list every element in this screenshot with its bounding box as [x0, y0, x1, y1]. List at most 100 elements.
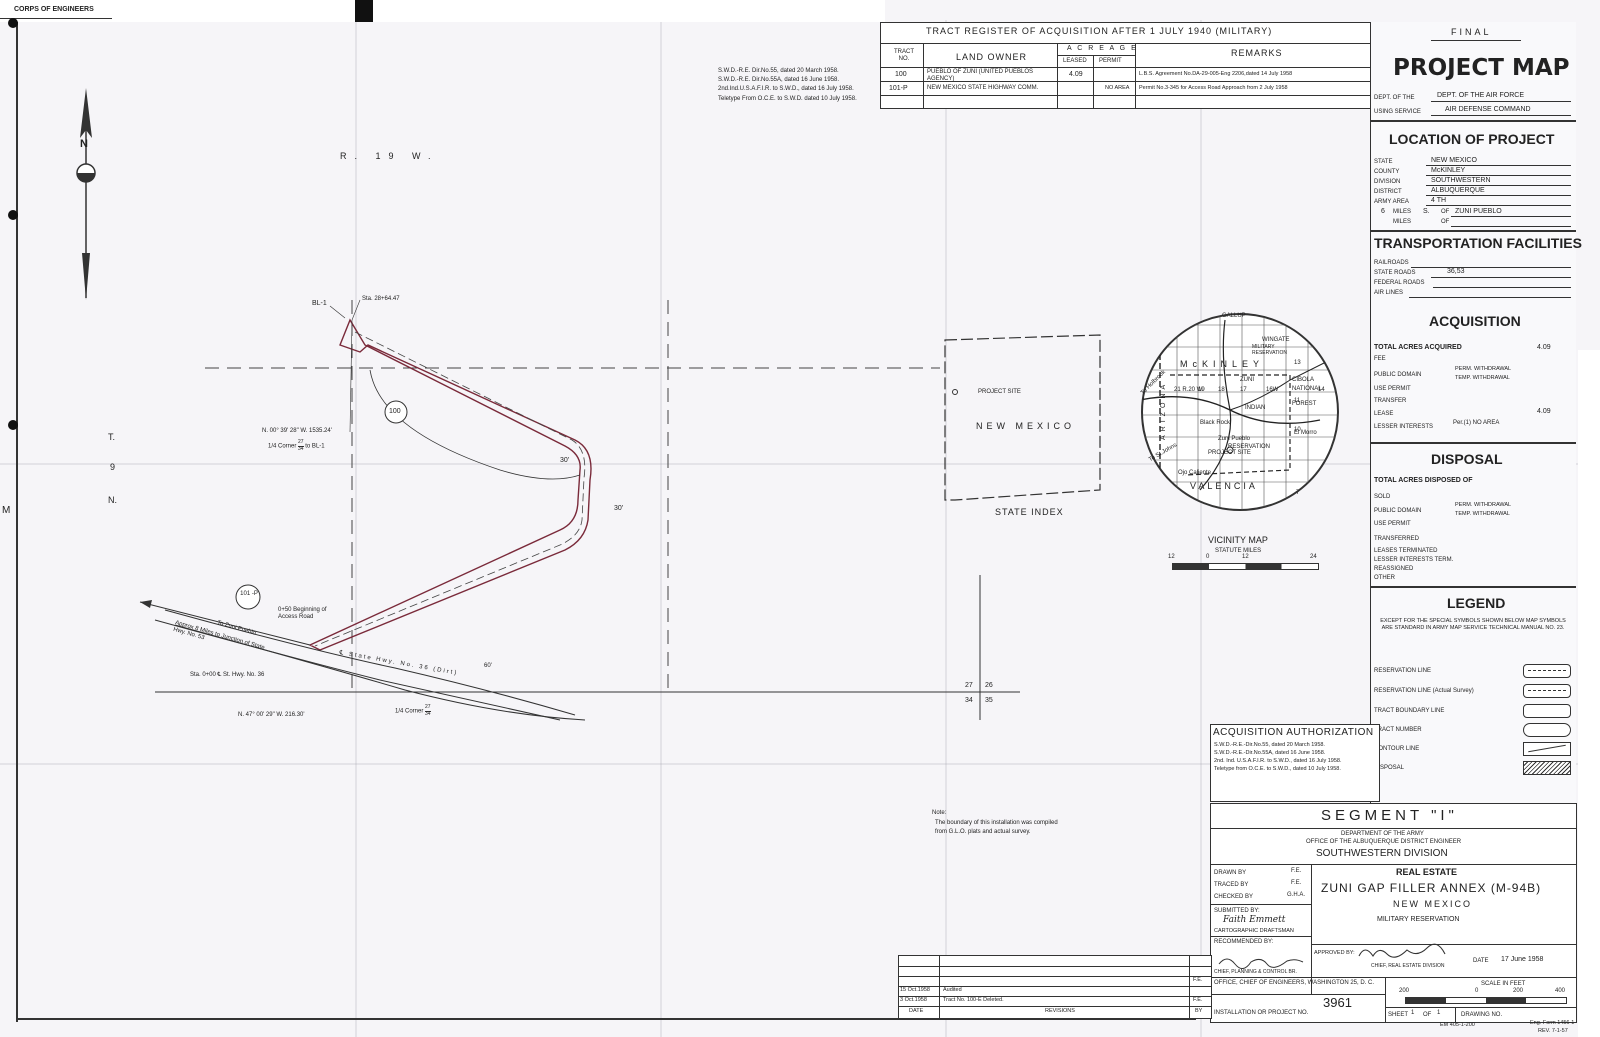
acq-total-label: TOTAL ACRES ACQUIRED — [1374, 344, 1462, 351]
vic-arizona: ARIZONA — [1160, 380, 1167, 440]
vic-n13: 13 — [1294, 360, 1301, 366]
acq-use: USE PERMIT — [1374, 386, 1411, 392]
legend-heading: LEGEND — [1447, 595, 1506, 611]
tract-register: TRACT REGISTER OF ACQUISITION AFTER 1 JU… — [880, 22, 1372, 109]
width-60: 60' — [484, 663, 492, 669]
drawn-by-label: DRAWN BY — [1214, 870, 1247, 876]
sheet-total: 1 — [1437, 1010, 1441, 1016]
tract-row-0-leased: 4.09 — [1069, 71, 1083, 78]
rev-row-0-date: 15 Oct.1958 — [900, 987, 930, 993]
loc-district-value: ALBUQUERQUE — [1431, 187, 1485, 194]
project-name: ZUNI GAP FILLER ANNEX (M-94B) — [1321, 881, 1542, 895]
legend-item: DISPOSAL — [1374, 765, 1405, 771]
vic-n10: 10 — [1294, 427, 1301, 433]
title-block: FINAL PROJECT MAP DEPT. OF THE DEPT. OF … — [1370, 22, 1582, 822]
trans-fed-label: FEDERAL ROADS — [1374, 280, 1425, 286]
legend-item: TRACT NUMBER — [1374, 727, 1422, 733]
rev-extra-by: F.E. — [1193, 977, 1203, 983]
acquisition-heading: ACQUISITION — [1429, 313, 1521, 329]
vic-n17: 17 — [1240, 387, 1247, 393]
legend-item: CONTOUR LINE — [1374, 746, 1420, 752]
footer-em: EM 405-1-200 — [1440, 1022, 1475, 1028]
footer-form: Eng. Form 1456-1 — [1530, 1020, 1575, 1026]
legend-note: EXCEPT FOR THE SPECIAL SYMBOLS SHOWN BEL… — [1380, 618, 1566, 632]
disp-reassigned: REASSIGNED — [1374, 566, 1414, 572]
township-n: N. — [108, 495, 117, 505]
vic-elmoro: El Morro — [1294, 430, 1317, 436]
vic-blackrock: Black Rock — [1200, 420, 1231, 426]
col-owner: LAND OWNER — [956, 52, 1028, 62]
loc-district-label: DISTRICT — [1374, 189, 1402, 195]
loc-county-label: COUNTY — [1374, 169, 1400, 175]
rev-row-1-by: F.E. — [1193, 997, 1203, 1003]
disp-perm: PERM. WITHDRAWAL — [1455, 502, 1512, 508]
vicinity-units: STATUTE MILES — [1215, 548, 1262, 554]
auth-note-line: Teletype From O.C.E. to S.W.D. dated 10 … — [718, 96, 857, 102]
acq-auth-box: ACQUISITION AUTHORIZATION S.W.D.-R.E.-Di… — [1210, 724, 1380, 802]
disp-temp: TEMP. WITHDRAWAL — [1455, 511, 1510, 517]
vic-project: PROJECT SITE — [1208, 450, 1251, 456]
scale-tick-1: 0 — [1475, 988, 1479, 994]
disp-total-label: TOTAL ACRES DISPOSED OF — [1374, 477, 1473, 484]
date-value: 17 June 1958 — [1501, 956, 1544, 963]
bearing-2: N. 47° 00' 29" W. 216.30' — [238, 712, 305, 718]
segment-division: SOUTHWESTERN DIVISION — [1316, 848, 1448, 859]
loc-army-label: ARMY AREA — [1374, 199, 1409, 205]
tract-register-title: TRACT REGISTER OF ACQUISITION AFTER 1 JU… — [926, 26, 1273, 36]
fold-line — [945, 20, 947, 1037]
vic-n16: 16W — [1266, 387, 1279, 393]
north-arrow-icon — [76, 88, 96, 300]
segment-dept: DEPARTMENT OF THE ARMY — [1341, 831, 1424, 837]
legend-item: RESERVATION LINE — [1374, 668, 1432, 674]
auth-note-line: 2nd.Ind.U.S.A.F.I.R. to S.W.D., dated 16… — [718, 86, 854, 92]
rev-col-by: BY — [1195, 1008, 1203, 1014]
vic-n19: 19 — [1198, 387, 1205, 393]
col-permit: PERMIT — [1099, 58, 1122, 64]
acq-public: PUBLIC DOMAIN — [1374, 372, 1422, 378]
bl1-label: BL-1 — [312, 300, 327, 307]
vic-tick-3: 24 — [1310, 554, 1317, 560]
scale-tick-0: 200 — [1399, 988, 1410, 994]
vicinity-scale-bar — [1172, 563, 1319, 570]
corner-frac-top: 27 — [298, 439, 304, 447]
acq-lesser-value: Per.(1) NO AREA — [1453, 420, 1500, 426]
acq-perm: PERM. WITHDRAWAL — [1455, 366, 1512, 372]
bottom-border — [16, 1018, 1196, 1020]
loc-miles2-label: MILES — [1393, 219, 1412, 225]
legend-disposal-symbol — [1523, 761, 1571, 775]
tract-row-0-remarks: L.B.S. Agreement No.DA-29-005-Eng 2206,d… — [1139, 71, 1293, 77]
corps-label: CORPS OF ENGINEERS — [14, 6, 94, 13]
vic-national: NATIONAL — [1292, 386, 1322, 392]
sheet-of: OF — [1423, 1012, 1432, 1018]
vic-n14: 14 — [1318, 387, 1325, 393]
note-text-2: from G.L.O. plats and actual survey. — [935, 829, 1031, 835]
real-estate-label: REAL ESTATE — [1396, 867, 1458, 877]
legend-contour-symbol — [1523, 742, 1571, 756]
section-34: 34 — [965, 697, 973, 704]
military-reservation-label: MILITARY RESERVATION — [1377, 916, 1460, 923]
disp-transferred: TRANSFERRED — [1374, 536, 1420, 542]
checked-by-value: G.H.A. — [1287, 892, 1306, 898]
station-0: Sta. 0+00 ℄ St. Hwy. No. 36 — [190, 672, 265, 678]
scale-tick-3: 400 — [1555, 988, 1566, 994]
range-label: R. 19 W. — [340, 151, 439, 161]
loc-miles1-label: MILES — [1393, 209, 1412, 215]
vic-valencia: VALENCIA — [1190, 481, 1258, 491]
loc-division-label: DIVISION — [1374, 179, 1401, 185]
segment-title: SEGMENT "I" — [1321, 807, 1458, 824]
legend-reservation-symbol — [1523, 664, 1571, 678]
acq-auth-line: Teletype from O.C.E. to S.W.D., dated 10… — [1214, 766, 1341, 772]
loc-miles1-num: 6 — [1381, 208, 1385, 215]
loc-miles2-of: OF — [1441, 219, 1450, 225]
section-27: 27 — [965, 682, 973, 689]
loc-miles1-of: OF — [1441, 209, 1450, 215]
legend-tract-number-symbol — [1523, 723, 1571, 737]
checked-by-label: CHECKED BY — [1214, 894, 1254, 900]
note-title: Note: — [932, 810, 947, 816]
scale-bar — [1405, 997, 1567, 1004]
vic-reservation: RESERVATION — [1228, 444, 1271, 450]
trans-state-value: 36,53 — [1447, 268, 1465, 275]
vic-r20w: 21 R.20 W. — [1174, 387, 1204, 393]
